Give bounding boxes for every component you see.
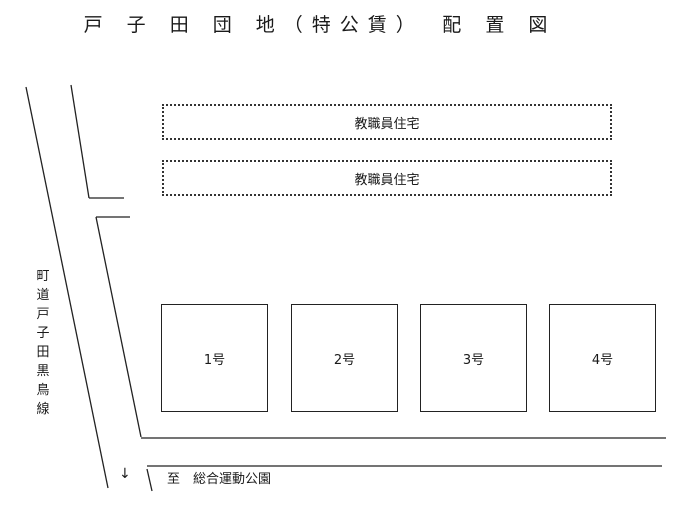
building-label: 3号 [462,352,485,368]
building-label: 4号 [591,352,614,368]
building-1: 1号 [161,304,268,412]
road-name-label: 町道戸子田黒鳥線 [36,269,50,417]
south-arrow-icon: ↓ [119,466,131,482]
building-label: 1号 [203,352,226,368]
building-2: 2号 [291,304,398,412]
teacher-housing-plot-1: 教職員住宅 [162,104,612,140]
building-4: 4号 [549,304,656,412]
road-edge-right-lower [95,216,142,438]
road-edge-right-upper [70,84,90,199]
teacher-housing-plot-2: 教職員住宅 [162,160,612,196]
destination-label: 至 総合運動公園 [167,472,272,487]
building-label: 2号 [333,352,356,368]
south-road-stub [146,468,153,492]
plot-label: 教職員住宅 [354,116,420,132]
map-title: 戸 子 田 団 地（特公賃） 配 置 図 [83,14,557,36]
road-edge-left [25,86,109,489]
building-3: 3号 [420,304,527,412]
plot-label: 教職員住宅 [354,172,420,188]
